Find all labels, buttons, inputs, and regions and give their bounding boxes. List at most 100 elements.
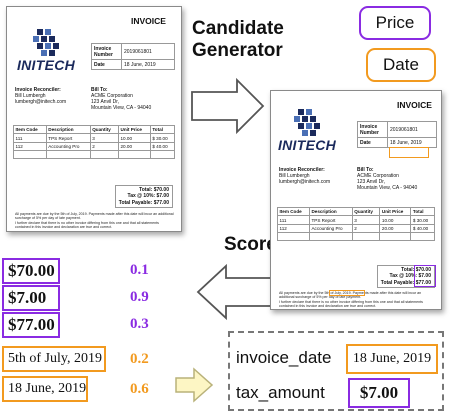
date-candidate-highlight [389, 147, 429, 158]
date-field-pill: Date [366, 48, 436, 82]
price-candidates-highlight [414, 265, 436, 287]
table-row: 112 Accounting Pro 2 20.00 $ 40.00 [277, 223, 435, 234]
date-label: Date [91, 59, 122, 70]
col-unit-price: Unit Price [379, 206, 412, 217]
cell: Accounting Pro [308, 223, 353, 234]
initech-logo: INITECH [15, 27, 77, 73]
cell: 112 [13, 141, 47, 152]
bill-to-block: Bill To: ACME Corporation 123 Anvil Dr, … [91, 87, 177, 111]
yellow-arrow-icon [175, 367, 214, 403]
line-items-table: Item Code Description Quantity Unit Pric… [13, 124, 176, 160]
total-line: Total: $70.00 [401, 267, 431, 273]
col-total: Total [149, 124, 176, 135]
col-description: Description [308, 206, 353, 217]
price-candidate: $77.00 [2, 312, 60, 338]
cell: 2 [351, 223, 381, 234]
price-candidate-score: 0.3 [130, 316, 149, 332]
price-candidate: $7.00 [2, 285, 60, 311]
col-quantity: Quantity [89, 124, 120, 135]
cell: 10.00 [379, 215, 412, 225]
reconciler-label: Invoice Reconciler: [15, 87, 61, 93]
tax-amount-value: $7.00 [348, 378, 410, 408]
initech-logo: INITECH [275, 107, 339, 155]
col-total: Total [410, 206, 435, 217]
bill-to-city: Mountain View, CA - 94040 [91, 105, 152, 111]
payable-line: Total Payable: $77.00 [118, 199, 169, 206]
reconciler-label: Invoice Reconciler: [279, 167, 325, 173]
cell: 3 [89, 133, 120, 143]
cell: 3 [351, 215, 381, 225]
table-row: 111 TPS Report 3 10.00 $ 30.00 [277, 215, 435, 225]
right-arrow-icon [191, 77, 265, 135]
bill-to-street: 123 Anvil Dr, [357, 179, 386, 185]
price-candidate: $70.00 [2, 258, 60, 284]
tax-line: Tax @ 10%: $7.00 [389, 273, 431, 280]
date-label: Date [357, 137, 388, 148]
invoice-date-value: 18 June, 2019 [346, 344, 438, 374]
invoice-number: 2019061801 [121, 43, 175, 60]
bill-to-company: ACME Corporation [91, 93, 133, 99]
invoice-title: INVOICE [397, 100, 432, 110]
tax-line: Tax @ 10%: $7.00 [127, 193, 169, 200]
date-candidate-score: 0.6 [130, 381, 149, 397]
bill-to-company: ACME Corporation [357, 173, 399, 179]
invoice-meta-table: Invoice Number 2019061801 Date 18 June, … [91, 43, 175, 70]
payment-note: All payments are due by the 5th of July,… [15, 212, 174, 230]
col-quantity: Quantity [351, 206, 381, 217]
line-items-table: Item Code Description Quantity Unit Pric… [277, 206, 435, 242]
date-candidate: 18 June, 2019 [2, 376, 88, 402]
logo-blocks-icon [33, 29, 59, 56]
table-row [13, 150, 176, 160]
col-description: Description [45, 124, 91, 135]
totals-block: Total: $70.00 Tax @ 10%: $7.00 Total Pay… [114, 185, 173, 209]
invoice-number: 2019061801 [387, 121, 437, 138]
annotated-invoice: INVOICE INITECH Invoice Number 201906180… [270, 90, 442, 310]
reconciler-block: Invoice Reconciler: Bill Lumbergh lumber… [15, 87, 85, 105]
invoice-number-label: Invoice Number [357, 121, 388, 138]
extraction-output-box [228, 331, 444, 411]
cell: 112 [277, 223, 310, 234]
cell: $ 40.00 [149, 141, 176, 152]
left-arrow-icon [196, 263, 277, 321]
invoice-date: 18 June, 2019 [121, 59, 175, 70]
cell: 111 [277, 215, 310, 225]
candidate-generator-heading: Candidate Generator [192, 18, 284, 61]
logo-text: INITECH [16, 57, 76, 73]
bill-to-block: Bill To: ACME Corporation 123 Anvil Dr, … [357, 167, 437, 191]
invoice-title: INVOICE [131, 16, 166, 26]
logo-text: INITECH [277, 137, 337, 153]
cell: 10.00 [118, 133, 151, 143]
cell: TPS Report [308, 215, 353, 225]
cell: TPS Report [45, 133, 91, 143]
invoice-number-label: Invoice Number [91, 43, 122, 60]
cell: Accounting Pro [45, 141, 91, 152]
cell: 20.00 [379, 223, 412, 234]
bill-to-street: 123 Anvil Dr, [91, 99, 120, 105]
cell: 20.00 [118, 141, 151, 152]
reconciler-name: Bill Lumbergh [279, 173, 310, 179]
price-candidate-score: 0.9 [130, 289, 149, 305]
reconciler-email: lumbergh@initech.com [279, 179, 331, 185]
table-row [277, 232, 435, 242]
reconciler-name: Bill Lumbergh [15, 93, 46, 99]
price-candidate-score: 0.1 [130, 262, 149, 278]
scorer-heading: Scorer [224, 234, 285, 255]
logo-blocks-icon [294, 109, 320, 136]
bill-to-label: Bill To: [91, 87, 108, 93]
source-invoice: INVOICE INITECH Invoice Number 201906180… [6, 6, 182, 232]
invoice-date-key: invoice_date [236, 348, 332, 367]
invoice-date: 18 June, 2019 [387, 137, 437, 148]
note-date-highlight [329, 290, 365, 296]
col-unit-price: Unit Price [118, 124, 151, 135]
reconciler-email: lumbergh@initech.com [15, 99, 67, 105]
date-candidate: 5th of July, 2019 [2, 346, 106, 372]
date-candidate-score: 0.2 [130, 351, 149, 367]
total-line: Total: $70.00 [139, 187, 169, 193]
cell: 2 [89, 141, 120, 152]
cell: $ 30.00 [410, 215, 435, 225]
table-row: 111 TPS Report 3 10.00 $ 30.00 [13, 133, 176, 143]
cell: 111 [13, 133, 47, 143]
price-field-pill: Price [359, 6, 431, 40]
bill-to-city: Mountain View, CA - 94040 [357, 185, 418, 191]
